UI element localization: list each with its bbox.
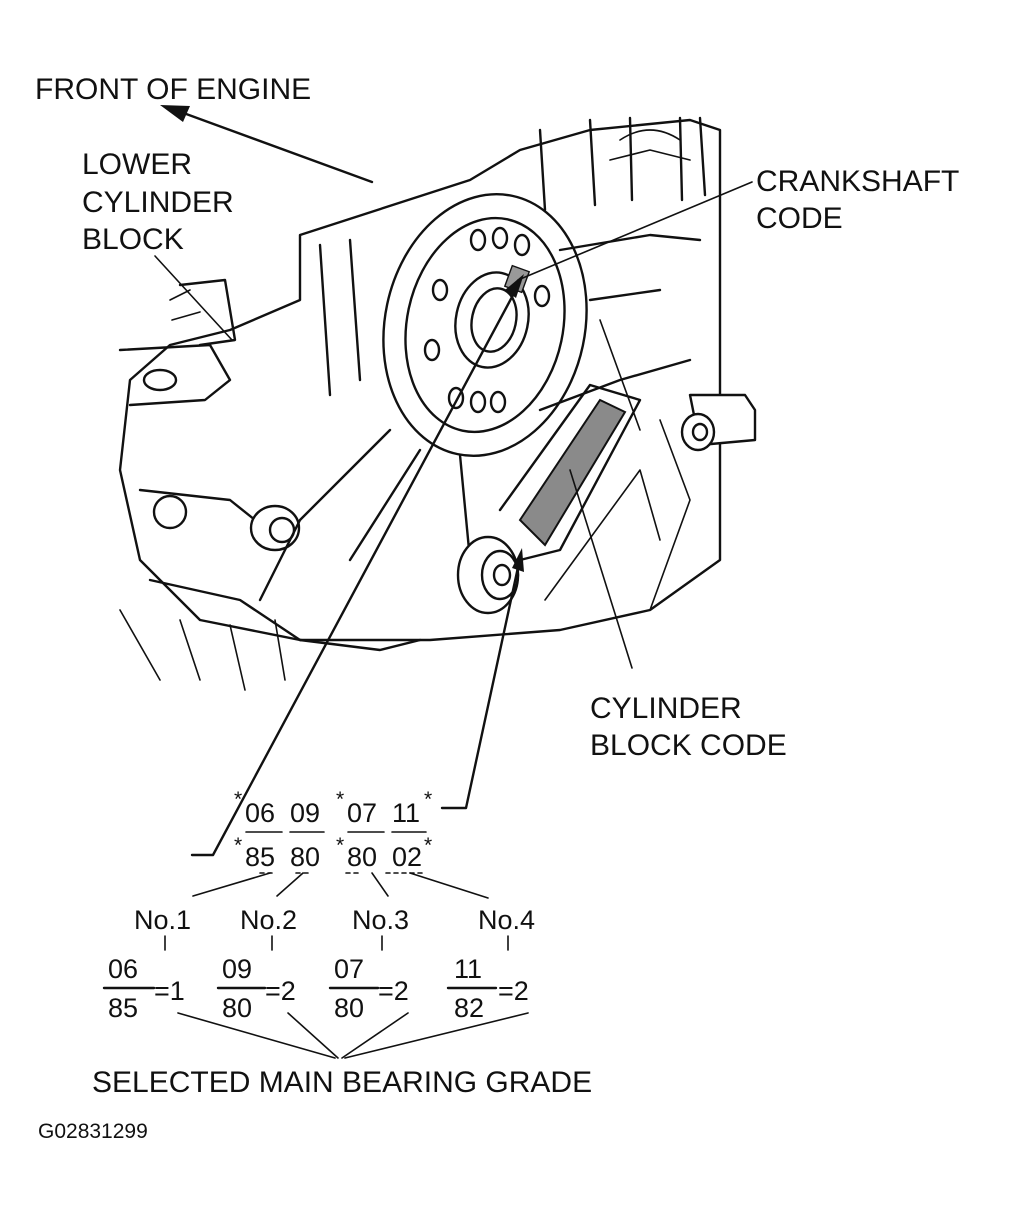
bearing-3-denominator: 80 — [334, 993, 364, 1023]
code-top-d: 11 — [392, 798, 420, 828]
bearing-4-numerator: 11 — [454, 954, 482, 984]
engine-illustration — [118, 116, 757, 691]
bearing-3: No.3 07 80 =2 — [334, 905, 409, 1023]
bearing-3-numerator: 07 — [334, 954, 364, 984]
bearing-2-numerator: 09 — [222, 954, 252, 984]
code-bottom-d: 02 — [392, 842, 422, 872]
bearing-2-grade: =2 — [265, 976, 296, 1006]
bearing-1-numerator: 06 — [108, 954, 138, 984]
crankshaft-code-label-2: CODE — [756, 202, 843, 235]
code-top-lead-star: * — [234, 788, 242, 811]
bearing-2-label: No.2 — [240, 905, 297, 935]
code-bottom-a: 85 — [245, 842, 275, 872]
bearing-1-label: No.1 — [134, 905, 191, 935]
leader-lines — [102, 105, 753, 1059]
lower-cylinder-block-label-1: LOWER — [82, 148, 192, 181]
cylinder-block-code-label-2: BLOCK CODE — [590, 729, 787, 762]
code-block: * 06 09 * 07 11 * * 85 80 * 80 02 * — [234, 788, 432, 872]
figure-id: G02831299 — [38, 1120, 148, 1143]
selected-main-bearing-grade-label: SELECTED MAIN BEARING GRADE — [92, 1066, 592, 1099]
lower-cylinder-block-label-2: CYLINDER — [82, 186, 234, 219]
bearing-3-grade: =2 — [378, 976, 409, 1006]
code-top-b: 09 — [290, 798, 320, 828]
code-bottom-b: 80 — [290, 842, 320, 872]
code-bottom-c: 80 — [347, 842, 377, 872]
bearing-4: No.4 11 82 =2 — [454, 905, 535, 1023]
bearing-1: No.1 06 85 =1 — [108, 905, 191, 1023]
bearing-4-denominator: 82 — [454, 993, 484, 1023]
bearing-2: No.2 09 80 =2 — [222, 905, 297, 1023]
lower-cylinder-block-label-3: BLOCK — [82, 223, 184, 256]
code-top-a: 06 — [245, 798, 275, 828]
bearing-4-label: No.4 — [478, 905, 535, 935]
code-bottom-mid-star: * — [336, 834, 344, 857]
code-top-tail-star: * — [424, 788, 432, 811]
cylinder-block-code-label-1: CYLINDER — [590, 692, 742, 725]
bearing-2-denominator: 80 — [222, 993, 252, 1023]
bearing-list: No.1 06 85 =1 No.2 09 80 =2 No.3 07 80 =… — [108, 905, 535, 1023]
bearing-1-denominator: 85 — [108, 993, 138, 1023]
code-bottom-lead-star: * — [234, 834, 242, 857]
code-bottom-tail-star: * — [424, 834, 432, 857]
callout-labels: FRONT OF ENGINE LOWER CYLINDER BLOCK CRA… — [35, 73, 959, 762]
bearing-4-grade: =2 — [498, 976, 529, 1006]
code-top-mid-star: * — [336, 788, 344, 811]
crankshaft-code-label-1: CRANKSHAFT — [756, 165, 959, 198]
code-top-c: 07 — [347, 798, 377, 828]
bearing-1-grade: =1 — [154, 976, 185, 1006]
front-of-engine-label: FRONT OF ENGINE — [35, 73, 311, 106]
bearing-3-label: No.3 — [352, 905, 409, 935]
front-arrow-head — [160, 105, 190, 122]
